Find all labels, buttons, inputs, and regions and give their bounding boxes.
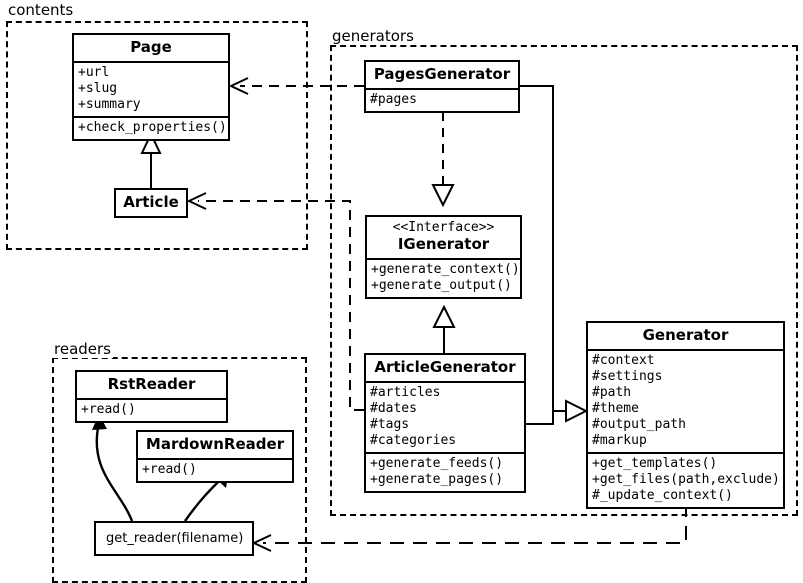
function-title-get-reader: get_reader(filename)	[106, 531, 244, 546]
class-title-pages-generator: PagesGenerator	[373, 65, 511, 83]
attribute-row: #context	[592, 353, 655, 368]
attribute-row: +summary	[78, 97, 141, 112]
methods-compartment-page: +check_properties()	[74, 116, 228, 139]
attribute-row: #path	[592, 385, 632, 400]
methods-compartment-mardown-reader: +read()	[138, 458, 292, 481]
attribute-row: #categories	[370, 433, 457, 448]
methods-compartment-igenerator: +generate_context() +generate_output()	[367, 258, 520, 297]
attributes-compartment-generator: #context #settings #path #theme #output_…	[588, 349, 783, 452]
attribute-row: #settings	[592, 369, 663, 384]
class-box-article[interactable]: Article	[114, 188, 188, 218]
attributes-compartment-article-generator: #articles #dates #tags #categories	[366, 381, 524, 452]
contents-package	[6, 21, 308, 250]
method-row: +generate_pages()	[370, 472, 504, 487]
attribute-row: #pages	[370, 92, 417, 107]
attribute-row: #articles	[370, 385, 441, 400]
attribute-row: #theme	[592, 401, 639, 416]
class-title-article: Article	[123, 193, 179, 211]
attributes-compartment-pages-generator: #pages	[366, 88, 518, 111]
class-title-article-generator: ArticleGenerator	[374, 358, 516, 376]
class-title-igenerator: IGenerator	[397, 235, 490, 253]
contents-package-frame	[6, 21, 308, 250]
class-box-mardown-reader[interactable]: MardownReader +read()	[136, 430, 294, 483]
class-box-pages-generator[interactable]: PagesGenerator #pages	[364, 60, 520, 113]
methods-compartment-rst-reader: +read()	[77, 398, 226, 421]
methods-compartment-generator: +get_templates() +get_files(path,exclude…	[588, 452, 783, 507]
methods-compartment-article-generator: +generate_feeds() +generate_pages()	[366, 452, 524, 491]
readers-package-label: readers	[52, 340, 113, 358]
class-title-generator: Generator	[642, 326, 729, 344]
function-box-get-reader[interactable]: get_reader(filename)	[94, 521, 254, 556]
class-title-rst-reader: RstReader	[107, 375, 196, 393]
method-row: +read()	[142, 462, 197, 477]
method-row: +get_templates()	[592, 456, 718, 471]
class-box-page[interactable]: Page +url +slug +summary +check_properti…	[72, 33, 230, 141]
contents-package-label: contents	[6, 1, 76, 19]
attribute-row: #markup	[592, 433, 647, 448]
class-stereotype-igenerator: <<Interface>>	[392, 220, 495, 235]
class-title-page: Page	[130, 38, 172, 56]
attributes-compartment-page: +url +slug +summary	[74, 61, 228, 116]
method-row: +generate_output()	[371, 278, 512, 293]
attribute-row: +slug	[78, 81, 118, 96]
class-box-igenerator[interactable]: <<Interface>> IGenerator +generate_conte…	[365, 215, 522, 299]
method-row: +read()	[81, 402, 136, 417]
generators-package-label: generators	[330, 27, 416, 45]
attribute-row: #output_path	[592, 417, 686, 432]
attribute-row: +url	[78, 65, 110, 80]
method-row: +generate_context()	[371, 262, 520, 277]
method-row: +generate_feeds()	[370, 456, 504, 471]
method-row: +get_files(path,exclude)	[592, 472, 780, 487]
class-title-mardown-reader: MardownReader	[145, 435, 285, 453]
attribute-row: #dates	[370, 401, 417, 416]
class-box-generator[interactable]: Generator #context #settings #path #them…	[586, 321, 785, 509]
method-row: #_update_context()	[592, 488, 733, 503]
attribute-row: #tags	[370, 417, 410, 432]
method-row: +check_properties()	[78, 120, 227, 135]
class-box-rst-reader[interactable]: RstReader +read()	[75, 370, 228, 423]
class-box-article-generator[interactable]: ArticleGenerator #articles #dates #tags …	[364, 353, 526, 493]
